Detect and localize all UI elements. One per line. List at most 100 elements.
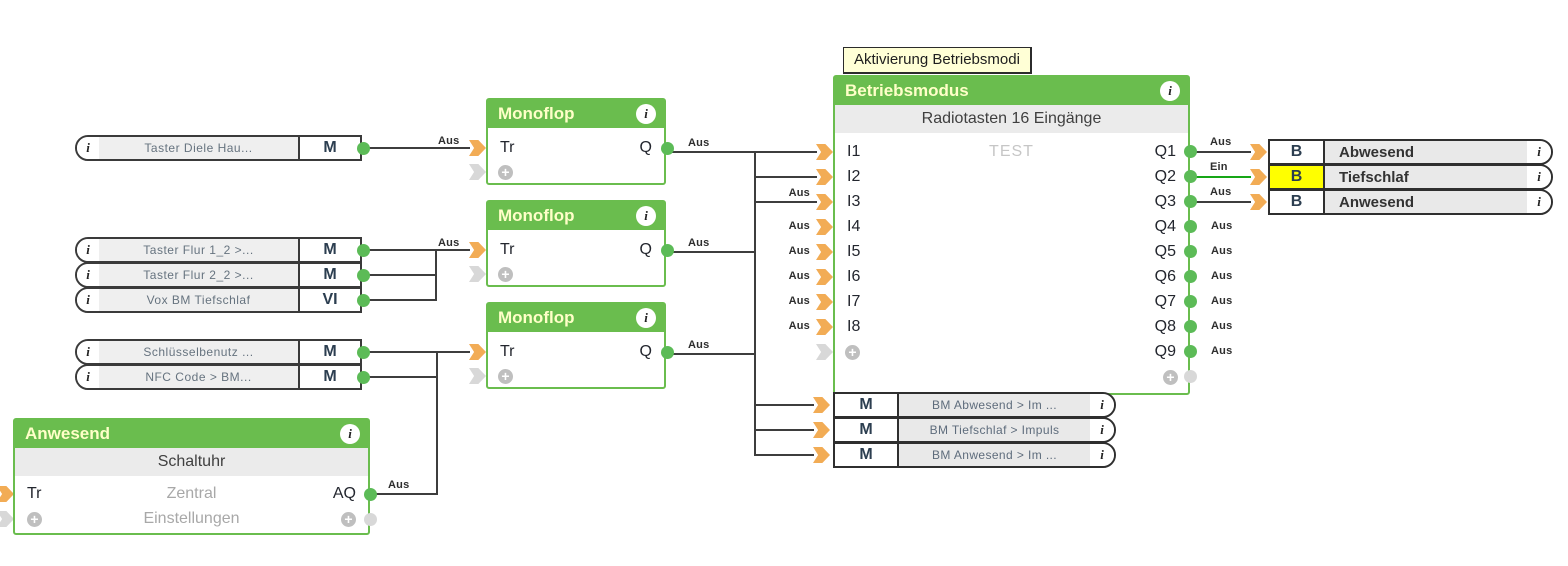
output-connector-unused[interactable] [1184, 370, 1197, 383]
input-connector[interactable] [816, 169, 833, 185]
output-label: Q [639, 241, 652, 258]
info-icon[interactable]: i [77, 264, 99, 286]
add-output-icon[interactable]: + [1163, 370, 1178, 385]
output-connector[interactable] [1184, 345, 1197, 358]
input-connector-unused[interactable] [816, 344, 833, 360]
info-icon[interactable]: i [1090, 444, 1114, 466]
output-connector[interactable] [1184, 220, 1197, 233]
info-icon[interactable]: i [77, 137, 99, 159]
source-block-nfc-code[interactable]: i NFC Code > BM... M [75, 364, 362, 390]
output-connector[interactable] [1184, 295, 1197, 308]
wire [366, 351, 470, 353]
add-input-icon[interactable]: + [27, 512, 42, 527]
wire [1195, 201, 1251, 203]
input-connector-unused[interactable] [469, 266, 486, 282]
info-icon[interactable]: i [636, 206, 656, 226]
add-output-icon[interactable]: + [341, 512, 356, 527]
wire-state-label: Aus [1211, 245, 1233, 257]
wire-state-label: Aus [788, 320, 810, 332]
info-icon[interactable]: i [77, 341, 99, 363]
input-connector[interactable] [816, 194, 833, 210]
memory-output-bm-tiefschlaf[interactable]: M BM Tiefschlaf > Impuls i [833, 417, 1116, 443]
input-connector[interactable] [1250, 144, 1267, 160]
input-connector[interactable] [813, 422, 830, 438]
input-connector[interactable] [469, 242, 486, 258]
output-connector[interactable] [357, 371, 370, 384]
info-icon[interactable]: i [1090, 394, 1114, 416]
info-icon[interactable]: i [77, 289, 99, 311]
output-connector[interactable] [1184, 170, 1197, 183]
output-connector[interactable] [1184, 320, 1197, 333]
output-connector[interactable] [1184, 145, 1197, 158]
monoflop-block-3[interactable]: Monoflop i Tr Q + [486, 302, 666, 389]
output-connector[interactable] [1184, 270, 1197, 283]
output-connector[interactable] [661, 244, 674, 257]
binary-output-anwesend[interactable]: B Anwesend i [1268, 189, 1553, 215]
add-input-icon[interactable]: + [498, 267, 513, 282]
wire [435, 250, 437, 301]
output-connector-unused[interactable] [364, 513, 377, 526]
output-connector[interactable] [661, 346, 674, 359]
output-connector[interactable] [1184, 245, 1197, 258]
source-block-taster-flur-2[interactable]: i Taster Flur 2_2 >... M [75, 262, 362, 288]
input-connector[interactable] [816, 144, 833, 160]
source-block-schluesselbenutz[interactable]: i Schlüsselbenutz ... M [75, 339, 362, 365]
info-icon[interactable]: i [1527, 141, 1551, 163]
input-connector[interactable] [816, 219, 833, 235]
wire [366, 147, 470, 149]
input-connector[interactable] [816, 269, 833, 285]
memory-output-bm-anwesend[interactable]: M BM Anwesend > Im ... i [833, 442, 1116, 468]
output-connector[interactable] [357, 346, 370, 359]
wire [668, 251, 756, 253]
source-block-taster-diele[interactable]: i Taster Diele Hau... M [75, 135, 362, 161]
monoflop-block-2[interactable]: Monoflop i Tr Q + [486, 200, 666, 287]
betriebsmodus-block[interactable]: Betriebsmodus i Radiotasten 16 Eingänge … [833, 75, 1190, 395]
source-block-vox-bm-tiefschlaf[interactable]: i Vox BM Tiefschlaf VI [75, 287, 362, 313]
add-input-icon[interactable]: + [498, 165, 513, 180]
input-connector[interactable] [813, 397, 830, 413]
add-input-icon[interactable]: + [845, 345, 860, 360]
source-block-taster-flur-1[interactable]: i Taster Flur 1_2 >... M [75, 237, 362, 263]
monoflop-block-1[interactable]: Monoflop i Tr Q + [486, 98, 666, 185]
input-connector[interactable] [816, 294, 833, 310]
binary-output-abwesend[interactable]: B Abwesend i [1268, 139, 1553, 165]
input-connector[interactable] [0, 486, 14, 502]
wire-state-label: Aus [1210, 136, 1232, 148]
output-connector[interactable] [1184, 195, 1197, 208]
info-icon[interactable]: i [1527, 166, 1551, 188]
output-connector[interactable] [357, 244, 370, 257]
info-icon[interactable]: i [1090, 419, 1114, 441]
input-connector-unused[interactable] [0, 511, 14, 527]
input-label: I8 [847, 318, 861, 335]
input-connector[interactable] [816, 319, 833, 335]
info-icon[interactable]: i [77, 239, 99, 261]
input-connector[interactable] [816, 244, 833, 260]
input-connector[interactable] [1250, 194, 1267, 210]
input-connector[interactable] [469, 140, 486, 156]
add-input-icon[interactable]: + [498, 369, 513, 384]
info-icon[interactable]: i [636, 104, 656, 124]
source-type-badge: M [300, 341, 360, 363]
binary-output-label: Abwesend [1339, 143, 1415, 161]
info-icon[interactable]: i [1527, 191, 1551, 213]
wire [366, 274, 437, 276]
memory-output-bm-abwesend[interactable]: M BM Abwesend > Im ... i [833, 392, 1116, 418]
output-connector[interactable] [357, 142, 370, 155]
input-connector-unused[interactable] [469, 368, 486, 384]
output-connector[interactable] [661, 142, 674, 155]
input-connector[interactable] [813, 447, 830, 463]
info-icon[interactable]: i [1160, 81, 1180, 101]
binary-output-tiefschlaf[interactable]: B Tiefschlaf i [1268, 164, 1553, 190]
input-connector[interactable] [469, 344, 486, 360]
output-connector[interactable] [357, 294, 370, 307]
output-connector[interactable] [357, 269, 370, 282]
info-icon[interactable]: i [340, 424, 360, 444]
info-icon[interactable]: i [77, 366, 99, 388]
info-icon[interactable]: i [636, 308, 656, 328]
output-connector[interactable] [364, 488, 377, 501]
input-connector-unused[interactable] [469, 164, 486, 180]
input-connector[interactable] [1250, 169, 1267, 185]
schaltuhr-block-anwesend[interactable]: Anwesend i Schaltuhr Tr Zentral AQ + Ein… [13, 418, 370, 535]
einstellungen-label[interactable]: Einstellungen [143, 510, 240, 527]
